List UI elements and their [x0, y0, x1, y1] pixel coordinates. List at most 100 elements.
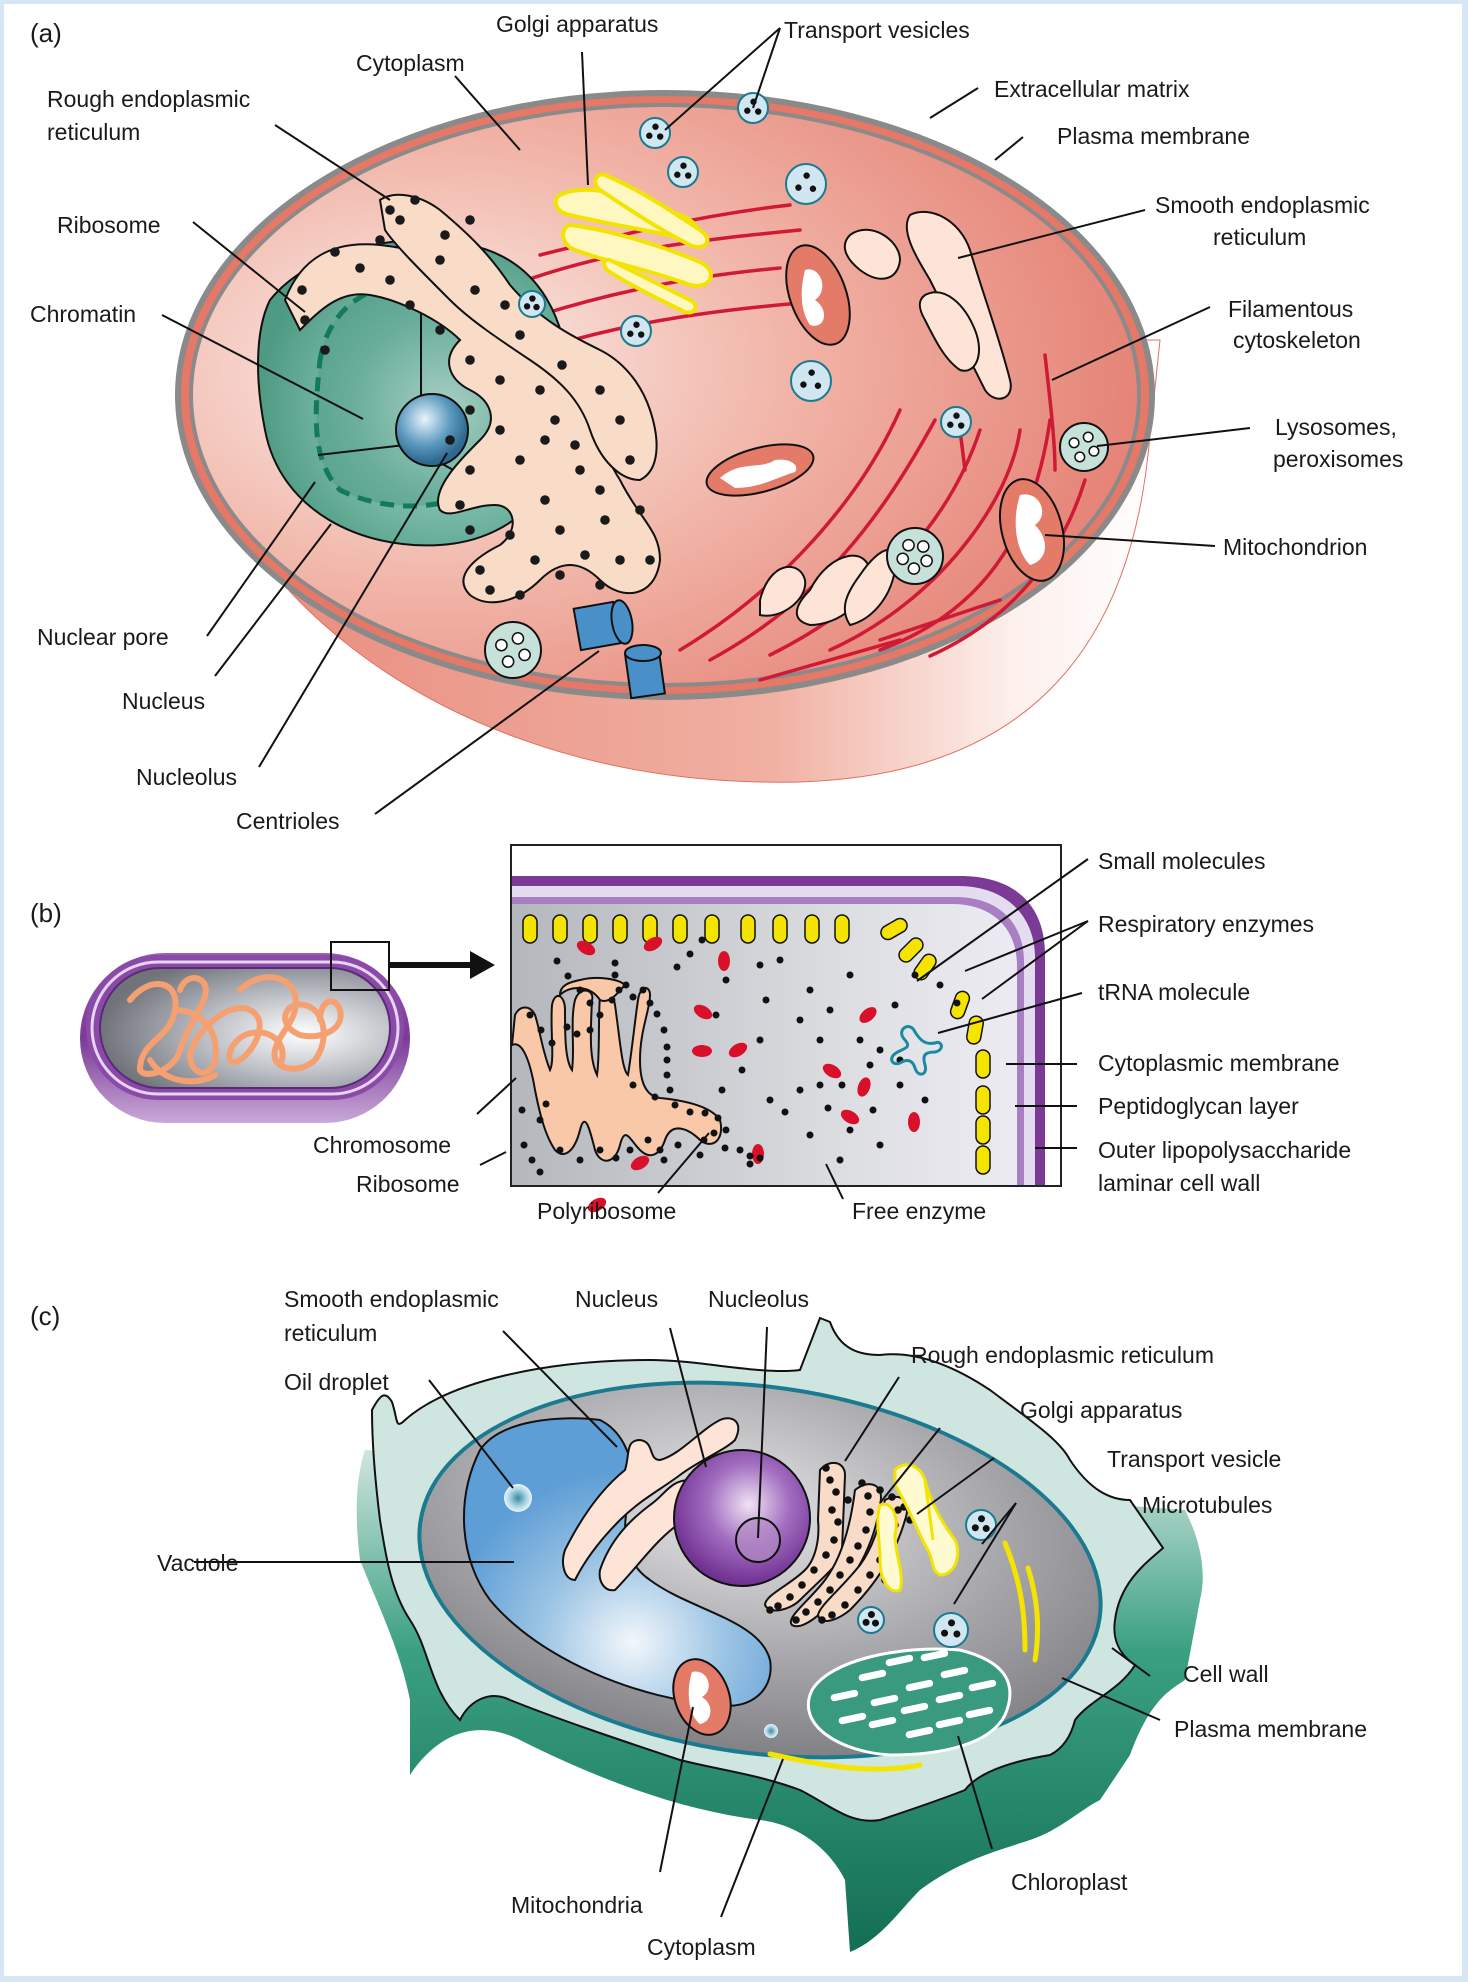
chromosome-zoom: [510, 976, 723, 1162]
ribosomes-c: [766, 1464, 914, 1624]
ribosome-dot: [858, 1479, 866, 1487]
chromosome-b: [127, 974, 344, 1085]
vesicle-body: [940, 406, 972, 438]
panel-a: (a): [30, 11, 1403, 834]
ribosome-dot: [635, 505, 645, 515]
transport-vesicles-c: [857, 1509, 997, 1648]
label-ser-a-1: Smooth endoplasmic: [1155, 192, 1370, 218]
vesicle-dot: [808, 369, 815, 376]
ribosome-dot: [500, 300, 510, 310]
ribosome-dot: [844, 1496, 852, 1504]
respiratory-enzyme: [834, 914, 850, 944]
ribosome-dot: [806, 1131, 814, 1139]
bacteria-cross-section: [510, 844, 1062, 1213]
ribosome-dot: [816, 1081, 824, 1089]
thylakoid: [905, 1679, 934, 1692]
thylakoid: [900, 1702, 929, 1715]
vesicle-dot: [957, 422, 965, 429]
ribosome-dot: [586, 1026, 594, 1034]
respiratory-enzyme: [898, 937, 924, 963]
ribosome-dot: [921, 1096, 929, 1104]
vesicle-dot: [948, 1619, 956, 1627]
lysosome: [886, 527, 944, 585]
label-outer-1: Outer lipopolysaccharide: [1098, 1137, 1351, 1163]
arrow-head: [470, 951, 495, 979]
respiratory-enzyme: [880, 917, 908, 941]
vesicle-dot: [795, 184, 802, 191]
vesicle-dot: [947, 421, 954, 428]
ribosome-dot: [555, 570, 565, 580]
ribosome-dot: [612, 1154, 620, 1162]
label-golgi-a: Golgi apparatus: [496, 11, 658, 37]
vesicle-dot: [803, 172, 810, 179]
label-transport-vesicles-a: Transport vesicles: [784, 17, 970, 43]
label-ribosome-b: Ribosome: [356, 1171, 460, 1197]
leader-lines-b: [476, 858, 1089, 1200]
nucleus-c: [673, 1449, 811, 1587]
ribosome-dot: [894, 1506, 902, 1514]
ribosome-dot: [537, 1026, 545, 1034]
panel-c-label: (c): [30, 1301, 60, 1331]
label-plasma-membrane-c: Plasma membrane: [1174, 1716, 1367, 1742]
vesicle: [639, 117, 671, 149]
ribosome-dot: [355, 263, 365, 273]
ribosome-dot: [822, 1464, 830, 1472]
panel-c: (c): [30, 1286, 1367, 1960]
ribosome-dot: [671, 1101, 679, 1109]
vesicle-dot: [809, 185, 817, 192]
thylakoid: [935, 1716, 964, 1729]
ribosome-dot: [869, 1106, 877, 1114]
ribosome-dot: [828, 1611, 836, 1619]
ribosome-dot: [936, 981, 944, 989]
ribosome-dot: [856, 1036, 864, 1044]
ribosome-dot: [576, 986, 584, 994]
ribosome-dot: [701, 1109, 709, 1117]
label-trna: tRNA molecule: [1098, 979, 1250, 1005]
panel-b-label: (b): [30, 898, 62, 928]
vesicle-body: [667, 156, 699, 188]
ribosome-dot: [405, 300, 415, 310]
lysosome: [1059, 422, 1109, 472]
ribosome-dot: [596, 1011, 604, 1019]
ribosome-dot: [696, 1151, 704, 1159]
ribosome-dot: [576, 1156, 584, 1164]
label-centrioles: Centrioles: [236, 808, 340, 834]
ribosome-dot: [564, 972, 572, 980]
free-enzyme: [728, 1042, 748, 1058]
free-enzyme: [840, 1109, 860, 1125]
ribosome-dot: [876, 1141, 884, 1149]
label-nucleus-a: Nucleus: [122, 688, 205, 714]
ribosome-dot: [686, 950, 694, 958]
ribosome-dot: [626, 1146, 634, 1154]
ribosome-dot: [435, 325, 445, 335]
ribosome-dot: [663, 1056, 671, 1064]
label-oil-droplet: Oil droplet: [284, 1369, 389, 1395]
vesicle-dot: [523, 303, 531, 310]
ribosome-dot: [595, 485, 605, 495]
thylakoid: [940, 1666, 969, 1679]
thylakoid: [965, 1706, 994, 1719]
ribosome-dot: [774, 1602, 782, 1610]
respiratory-enzyme: [740, 914, 756, 944]
label-ser-c-2: reticulum: [284, 1320, 377, 1346]
label-rer-a-1: Rough endoplasmic: [47, 86, 250, 112]
vesicle-body: [518, 290, 546, 318]
panel-a-label: (a): [30, 18, 62, 48]
ribosome-dot: [557, 360, 567, 370]
ribosome-dot: [653, 1010, 661, 1018]
vesicle-dot: [627, 330, 634, 337]
ribosome-dot: [816, 1036, 824, 1044]
lysosome-body: [886, 527, 944, 585]
label-chloroplast: Chloroplast: [1011, 1869, 1128, 1895]
label-chromatin: Chromatin: [30, 301, 136, 327]
ribosome-dot: [896, 1081, 904, 1089]
mitochondria-c: [672, 1658, 732, 1736]
respiratory-enzyme: [975, 1115, 991, 1145]
ribosome-dot: [826, 1476, 834, 1484]
free-enzyme: [822, 1063, 842, 1079]
ribosome-dot: [866, 1508, 874, 1516]
ribosome-dot: [911, 971, 919, 979]
panel-b: (b): [30, 844, 1351, 1224]
label-golgi-c: Golgi apparatus: [1020, 1397, 1182, 1423]
vesicle-dot: [684, 172, 692, 179]
